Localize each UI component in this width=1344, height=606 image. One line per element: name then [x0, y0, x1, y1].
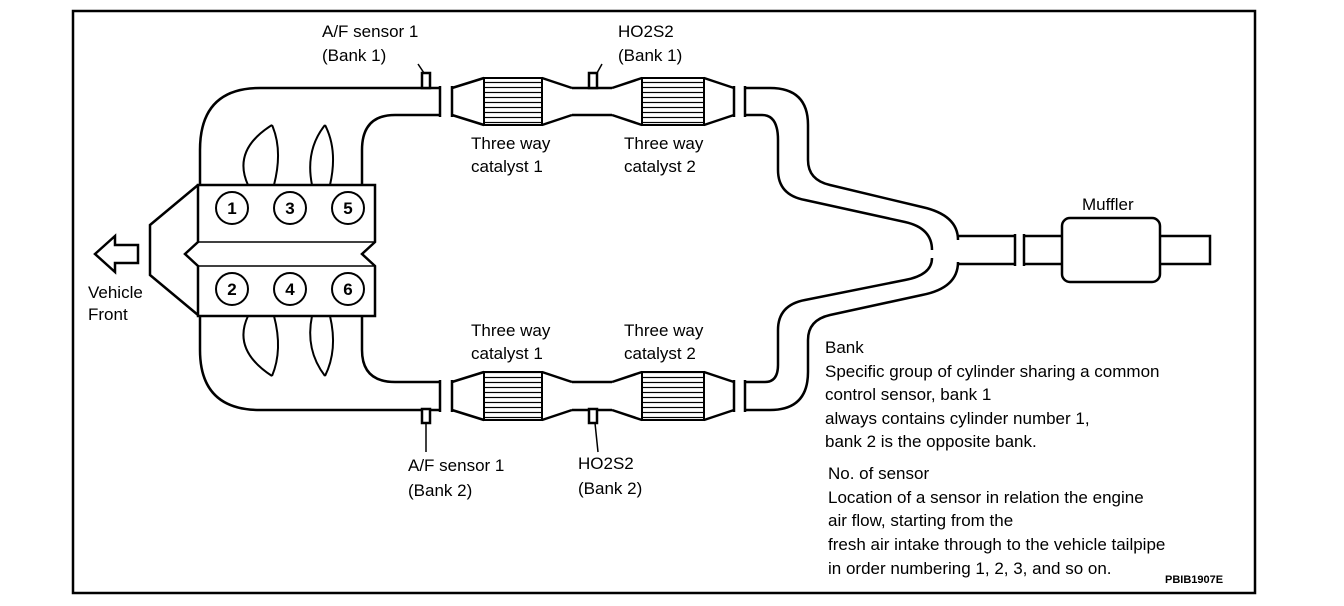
cylinder-3-number: 3: [285, 199, 294, 218]
cylinder-1-number: 1: [227, 199, 236, 218]
upper-catalyst-1-body: [483, 77, 543, 126]
af-sensor-bank1-label-line1: A/F sensor 1: [322, 22, 418, 41]
lower-catalyst-2-label-line2: catalyst 2: [624, 344, 696, 363]
lower-catalyst-2-body: [641, 371, 705, 421]
upper-runner-3: [309, 124, 326, 186]
lower-catalyst-2-label-line1: Three way: [624, 321, 704, 340]
cylinder-6-circle: [331, 272, 365, 306]
cylinder-2-circle: [215, 272, 249, 306]
upper-catalyst-2-label-line1: Three way: [624, 134, 704, 153]
muffler-body: [1060, 216, 1162, 284]
cylinder-5-number: 5: [343, 199, 352, 218]
cylinder-5-circle: [331, 191, 365, 225]
bank-note-line: bank 2 is the opposite bank.: [825, 432, 1037, 451]
lower-runner-2: [271, 315, 279, 377]
ho2s2-bank2-label-line2: (Bank 2): [578, 479, 642, 498]
ho2s2-bank1-icon: [587, 71, 599, 90]
upper-runner-1: [242, 124, 273, 186]
vehicle-front-label-line2: Front: [88, 305, 128, 324]
lower-manifold-outer: [198, 316, 440, 412]
sensor-note-line: fresh air intake through to the vehicle …: [828, 535, 1165, 554]
upper-manifold-inner: [360, 113, 440, 185]
vehicle-front-label-line1: Vehicle: [88, 283, 143, 302]
af-sensor-bank2-label-line2: (Bank 2): [408, 481, 472, 500]
lower-manifold-inner: [360, 316, 440, 384]
lower-exhaust-line: [438, 257, 960, 422]
cylinder-3-circle: [273, 191, 307, 225]
cylinder-6-number: 6: [343, 280, 352, 299]
figure-code: PBIB1907E: [1165, 574, 1223, 586]
bank-note-line: Specific group of cylinder sharing a com…: [825, 362, 1160, 381]
bank-note-line: always contains cylinder number 1,: [825, 409, 1090, 428]
sensor-note-line: in order numbering 1, 2, 3, and so on.: [828, 559, 1112, 578]
ho2s2-bank2-label-line1: HO2S2: [578, 454, 634, 473]
lower-catalyst-1-label-line2: catalyst 1: [471, 344, 543, 363]
lower-runner-4: [324, 315, 335, 377]
cylinder-4-circle: [273, 272, 307, 306]
muffler-label: Muffler: [1082, 195, 1134, 214]
upper-catalyst-1-label-line1: Three way: [471, 134, 551, 153]
ho2s2-bank1-label-line1: HO2S2: [618, 22, 674, 41]
upper-runner-4: [324, 124, 335, 186]
ho2s2-bank1-label-line2: (Bank 1): [618, 46, 682, 65]
upper-catalyst-2-label-line2: catalyst 2: [624, 157, 696, 176]
ho2s2-bank2-icon: [587, 407, 599, 425]
cylinder-1-circle: [215, 191, 249, 225]
lower-catalyst-1-label-line1: Three way: [471, 321, 551, 340]
upper-manifold-outer: [198, 86, 440, 185]
upper-exhaust-line: [438, 76, 960, 251]
diagram-frame: [71, 9, 1257, 595]
cylinder-4-number: 4: [285, 280, 295, 299]
tailpipe-section: [958, 234, 1062, 266]
tailpipe-outlet: [1160, 234, 1212, 266]
upper-runner-2: [271, 124, 279, 186]
sensor-note-line: Location of a sensor in relation the eng…: [828, 488, 1144, 507]
upper-catalyst-1-label-line2: catalyst 1: [471, 157, 543, 176]
vehicle-front-arrow-icon: [93, 233, 140, 275]
upper-catalyst-2-body: [641, 77, 705, 126]
af-sensor-bank2-label-line1: A/F sensor 1: [408, 456, 504, 475]
bank-note-title: Bank: [825, 338, 864, 357]
lower-runner-3: [309, 315, 326, 377]
af-sensor-bank1-icon: [420, 71, 432, 90]
cylinder-2-number: 2: [227, 280, 236, 299]
af-sensor-bank2-icon: [420, 407, 432, 425]
engine-side-wedge: [148, 184, 199, 316]
sensor-number-note: No. of sensor Location of a sensor in re…: [828, 464, 1165, 578]
sensor-note-title: No. of sensor: [828, 464, 929, 483]
lower-runner-1: [242, 315, 273, 377]
af-sensor-bank1-label-line2: (Bank 1): [322, 46, 386, 65]
bank-note-line: control sensor, bank 1: [825, 385, 991, 404]
sensor-note-line: air flow, starting from the: [828, 511, 1013, 530]
bank-definition-note: Bank Specific group of cylinder sharing …: [825, 338, 1160, 451]
lower-catalyst-1-body: [483, 371, 543, 421]
